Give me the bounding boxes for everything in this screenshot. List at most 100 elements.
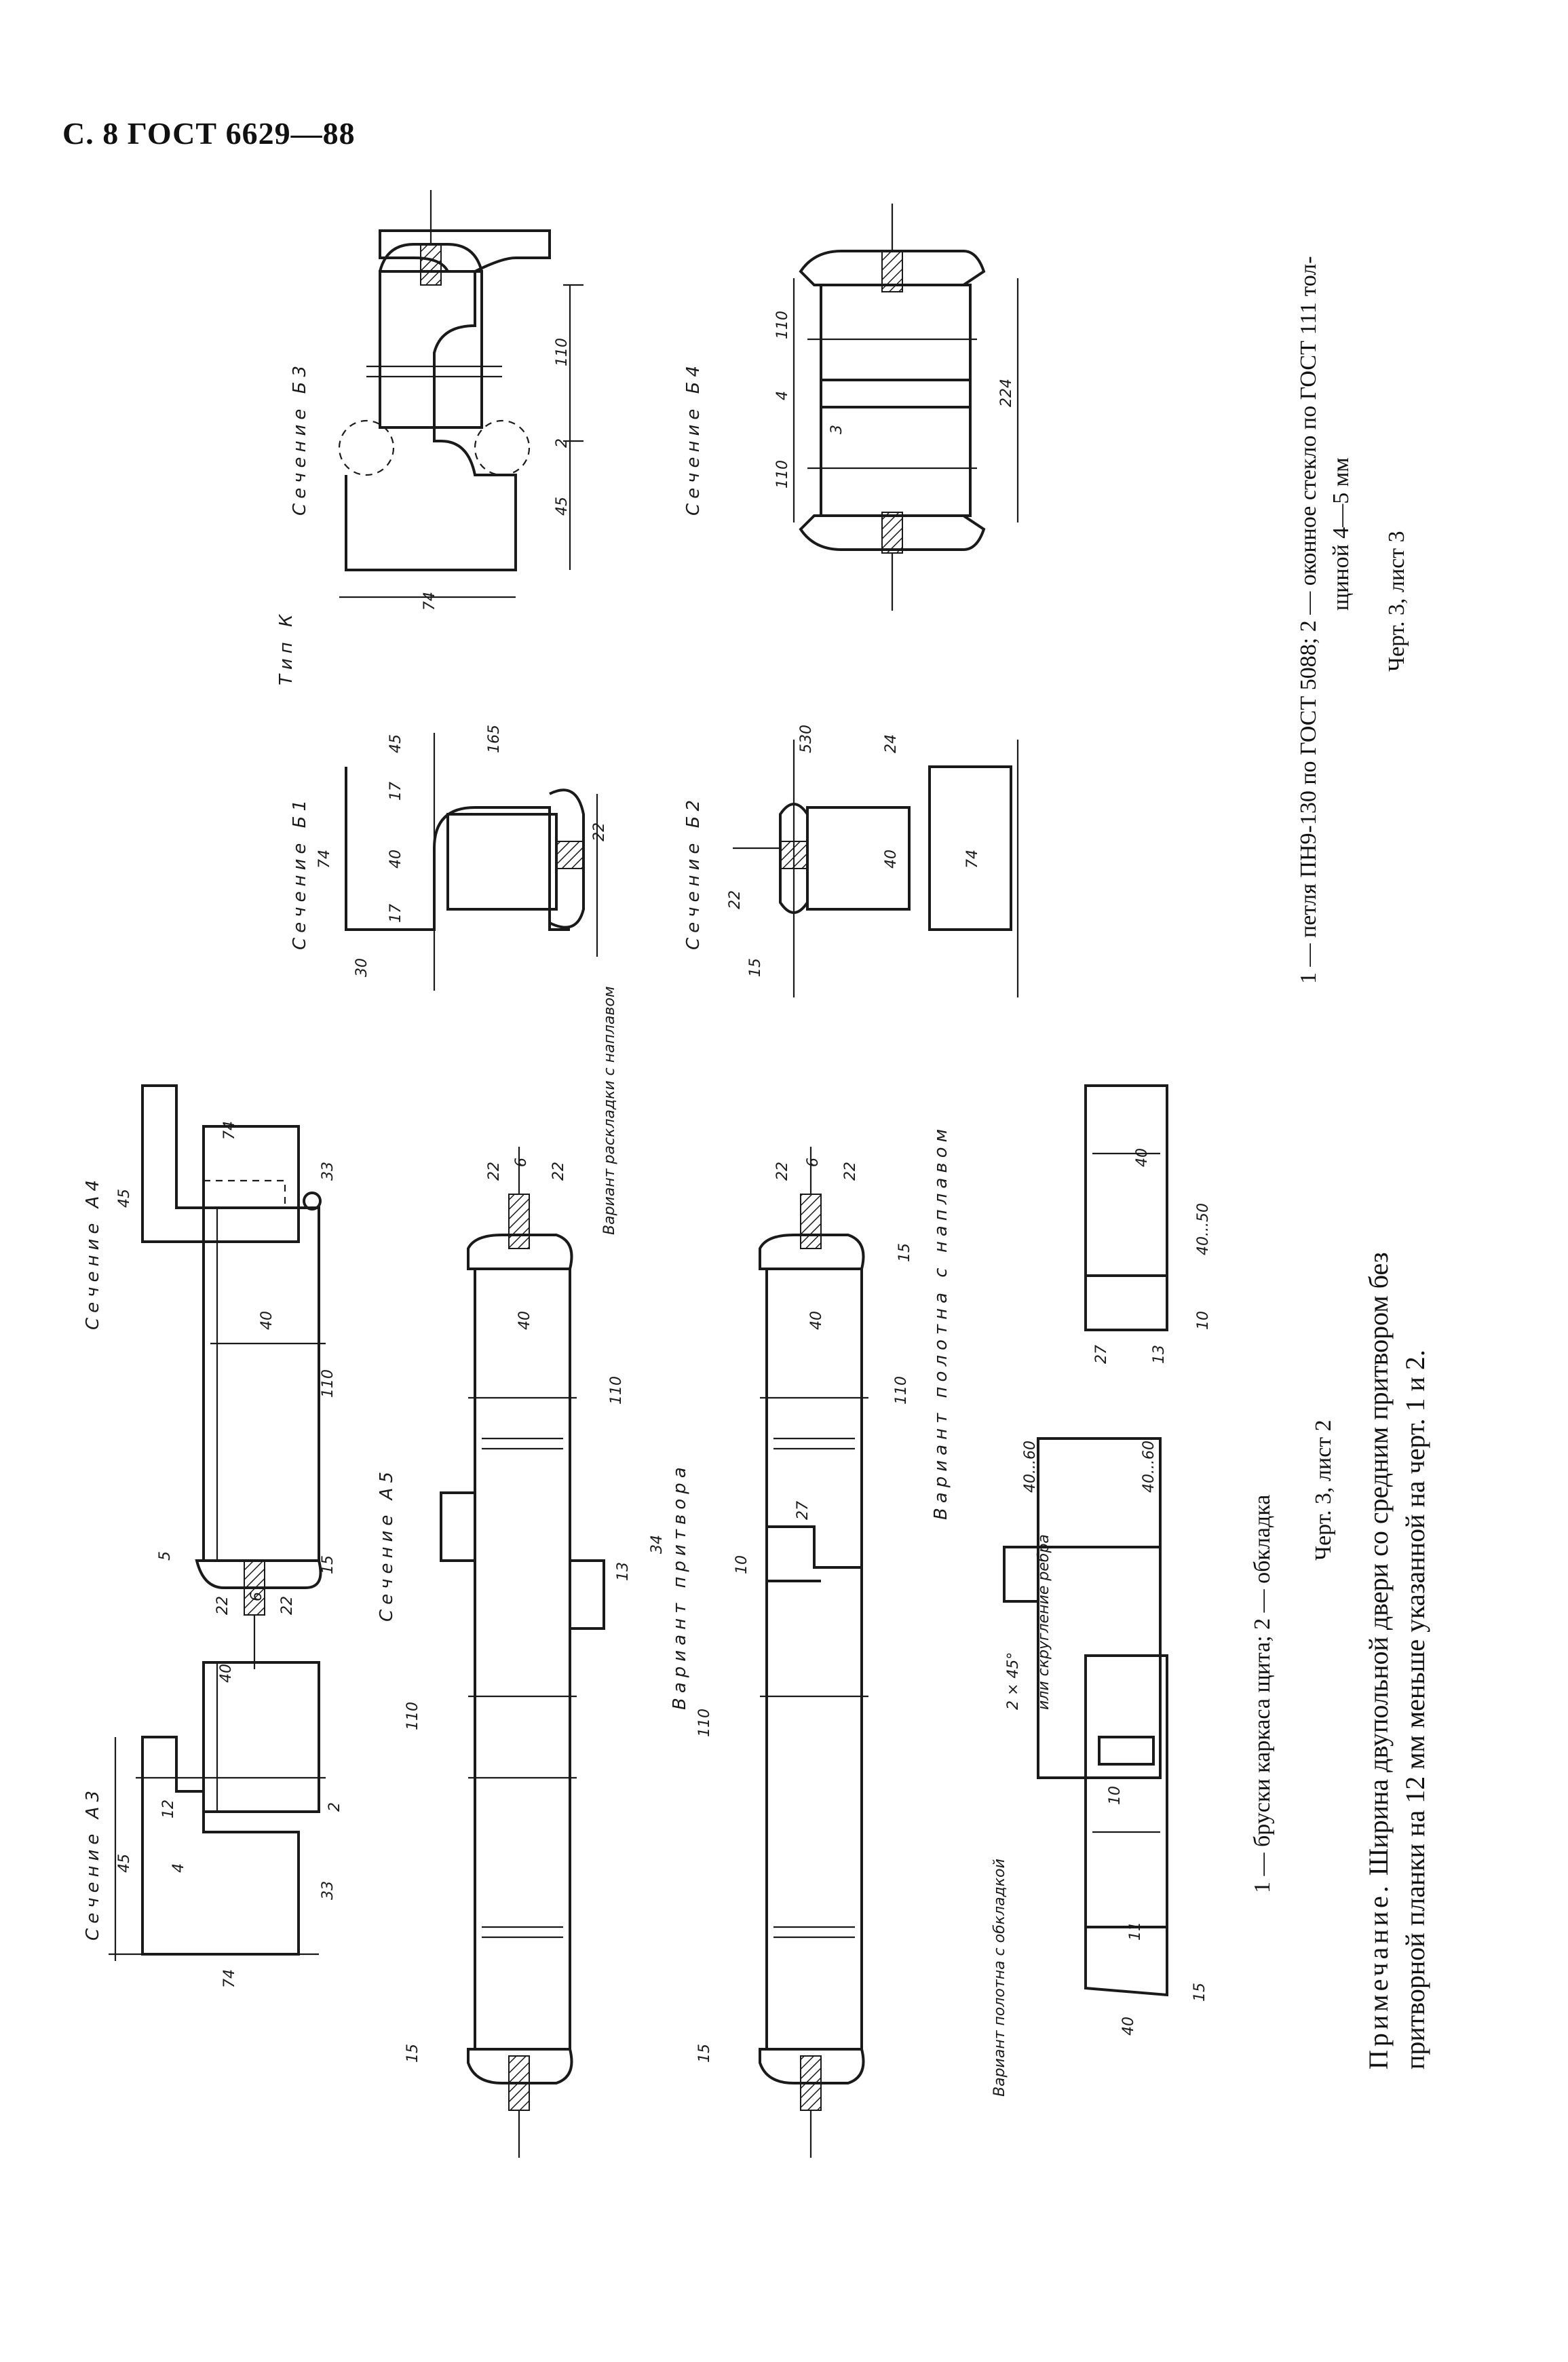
section-a4-label: Сечение А4 bbox=[83, 1175, 103, 1330]
section-b3-drawing bbox=[338, 190, 584, 598]
legend-sheet3-line1: 1 — петля ПН9-130 по ГОСТ 5088; 2 — окон… bbox=[1296, 256, 1321, 984]
chamfer-label: 2 × 45° bbox=[1005, 1652, 1022, 1710]
dim-110b-a5: 110 bbox=[608, 1376, 625, 1405]
pritvor-variant-drawing bbox=[759, 1147, 868, 2158]
dim-4060-b: 40...60 bbox=[1141, 1441, 1158, 1493]
section-a5-label: Сечение А5 bbox=[377, 1467, 397, 1622]
dim-110-a4: 110 bbox=[320, 1369, 337, 1398]
dim-15-a4: 15 bbox=[320, 1555, 337, 1574]
dim-12: 12 bbox=[160, 1799, 177, 1818]
dim-13-a5: 13 bbox=[615, 1562, 632, 1581]
note-block: Примечание. Ширина двупольной двери со с… bbox=[1360, 1252, 1434, 2070]
dim-45-a4: 45 bbox=[116, 1189, 133, 1208]
dim-15-b2: 15 bbox=[747, 958, 764, 977]
dim-74-b2: 74 bbox=[964, 850, 981, 869]
section-b1-drawing bbox=[345, 733, 598, 991]
dim-74-a4: 74 bbox=[221, 1121, 238, 1140]
dim-40-b1: 40 bbox=[387, 850, 404, 869]
dim-165-b1: 165 bbox=[486, 725, 503, 753]
dim-3-b4: 3 bbox=[828, 425, 845, 434]
page-header: С. 8 ГОСТ 6629—88 bbox=[62, 116, 356, 151]
section-b2-drawing bbox=[733, 740, 1019, 997]
dim-45-b1: 45 bbox=[387, 734, 404, 753]
dim-10-pr: 10 bbox=[733, 1555, 750, 1574]
dim-4050: 40...50 bbox=[1195, 1203, 1212, 1255]
dim-110-pr: 110 bbox=[696, 1709, 713, 1737]
dim-34-a5: 34 bbox=[649, 1535, 666, 1554]
section-a3-label: Сечение А3 bbox=[83, 1786, 103, 1941]
dim-45: 45 bbox=[116, 1854, 133, 1873]
note-label: Примечание. bbox=[1363, 1882, 1394, 2070]
dim-27-naplav: 27 bbox=[1093, 1345, 1110, 1364]
dim-40: 40 bbox=[218, 1664, 235, 1683]
note-line-1: Примечание. Ширина двупольной двери со с… bbox=[1360, 1252, 1397, 2070]
note-text-1: Ширина двупольной двери со средним притв… bbox=[1363, 1252, 1394, 1883]
variant-naplav-label: Вариант полотна с наплавом bbox=[931, 1124, 951, 1520]
dim-4-b4: 4 bbox=[774, 391, 791, 400]
dim-22b-a5: 22 bbox=[550, 1162, 567, 1181]
variant-obkladka-label: Вариант полотна с обкладкой bbox=[991, 1859, 1008, 2097]
dim-74: 74 bbox=[221, 1969, 238, 1988]
dim-10-naplav: 10 bbox=[1195, 1311, 1212, 1330]
chamfer-label-2: или скругление ребра bbox=[1035, 1534, 1052, 1710]
dim-45-b3: 45 bbox=[554, 497, 571, 516]
caption-sheet2: Черт. 3, лист 2 bbox=[1311, 1420, 1336, 1561]
dim-40-obk: 40 bbox=[1120, 2017, 1137, 2036]
dim-11-obk: 11 bbox=[1127, 1922, 1144, 1941]
note-line-2: притворной планки на 12 мм меньше указан… bbox=[1400, 1350, 1430, 2070]
dim-24-b2: 24 bbox=[883, 734, 900, 753]
dim-74-b3: 74 bbox=[421, 592, 438, 611]
dim-22b-a4: 22 bbox=[279, 1596, 296, 1615]
variant-raskladka-label: Вариант раскладки с наплавом bbox=[601, 986, 618, 1235]
dim-15-a5: 15 bbox=[404, 2044, 421, 2063]
panel-obkladka-drawing bbox=[1084, 1654, 1168, 1997]
dim-110-b3: 110 bbox=[554, 338, 571, 366]
dimension-labels: 74 45 33 40 12 4 2 74 45 33 110 40 15 22… bbox=[116, 311, 1212, 2063]
dim-224-b4: 224 bbox=[998, 379, 1015, 407]
dim-22-b1: 22 bbox=[591, 822, 608, 841]
section-b4-drawing bbox=[792, 204, 1019, 611]
section-a3-drawing bbox=[109, 1661, 326, 1961]
dim-10-obk: 10 bbox=[1107, 1786, 1124, 1805]
dim-40-pr: 40 bbox=[808, 1311, 825, 1330]
dim-22-a4: 22 bbox=[214, 1596, 231, 1615]
dim-110b-b4: 110 bbox=[774, 460, 791, 489]
dim-22-pr: 22 bbox=[774, 1162, 791, 1181]
dim-530-b2: 530 bbox=[798, 725, 815, 753]
legend-sheet3-line2: щиной 4—5 мм bbox=[1328, 457, 1354, 611]
type-k-label: Тип К bbox=[276, 609, 297, 685]
dim-15-pr: 15 bbox=[696, 2044, 713, 2063]
caption-sheet3: Черт. 3, лист 3 bbox=[1384, 531, 1409, 672]
variant-pritvor-label: Вариант притвора bbox=[670, 1462, 690, 1710]
dim-15-obk: 15 bbox=[1191, 1983, 1208, 2002]
section-b3-label: Сечение Б3 bbox=[290, 361, 310, 516]
dim-40-a4: 40 bbox=[259, 1311, 275, 1330]
dim-17b-b1: 17 bbox=[387, 782, 404, 801]
section-a4-drawing bbox=[141, 1084, 326, 1669]
dim-74-b1: 74 bbox=[316, 850, 333, 869]
section-a5-drawing bbox=[440, 1147, 605, 2158]
dim-110b-pr: 110 bbox=[893, 1376, 910, 1405]
dim-22b-pr: 22 bbox=[842, 1162, 859, 1181]
dim-2-b3: 2 bbox=[554, 438, 571, 448]
section-b4-label: Сечение Б4 bbox=[683, 361, 704, 516]
legend-sheet2: 1 — бруски каркаса щита; 2 — обкладка bbox=[1250, 1494, 1275, 1893]
dim-17-b1: 17 bbox=[387, 904, 404, 923]
dim-2: 2 bbox=[326, 1802, 343, 1812]
dim-13-naplav: 13 bbox=[1151, 1345, 1168, 1364]
dim-33-a4: 33 bbox=[320, 1162, 337, 1181]
dim-5-a4: 5 bbox=[157, 1551, 174, 1561]
dim-15b-pr: 15 bbox=[896, 1243, 913, 1262]
dim-27-pr: 27 bbox=[795, 1501, 811, 1520]
dim-22-b2: 22 bbox=[727, 890, 744, 909]
dim-6-pr: 6 bbox=[805, 1158, 822, 1167]
dim-4060-a: 40...60 bbox=[1022, 1441, 1039, 1493]
dim-40-naplav: 40 bbox=[1134, 1148, 1151, 1167]
section-b1-label: Сечение Б1 bbox=[290, 795, 310, 950]
dim-40-b2: 40 bbox=[883, 850, 900, 869]
section-b2-label: Сечение Б2 bbox=[683, 795, 704, 950]
dim-110-a5: 110 bbox=[404, 1702, 421, 1730]
dim-6-a5: 6 bbox=[513, 1158, 530, 1167]
dim-33: 33 bbox=[320, 1881, 337, 1900]
